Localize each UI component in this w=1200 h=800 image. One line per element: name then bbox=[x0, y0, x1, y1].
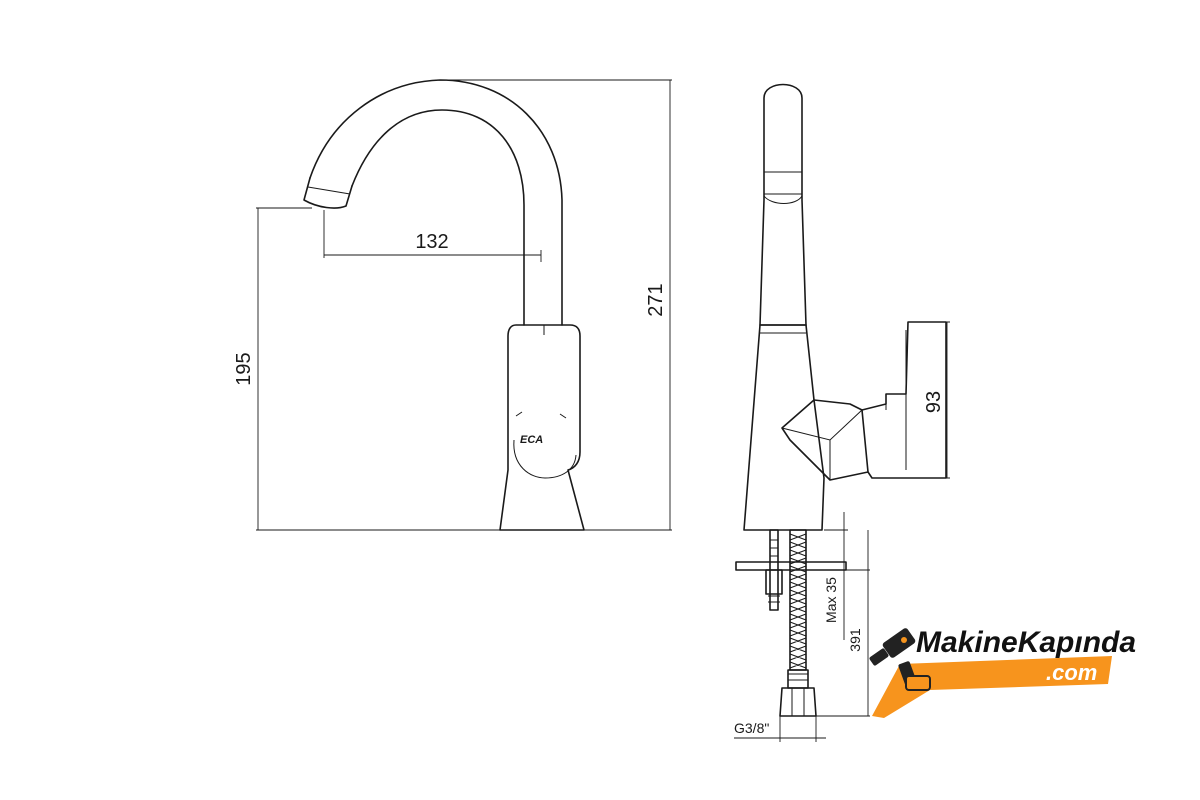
hose-nut bbox=[779, 687, 817, 717]
hot-cold-marks bbox=[515, 411, 567, 419]
counter-plate bbox=[735, 561, 847, 571]
drill-icon bbox=[869, 628, 931, 691]
watermark-domain: .com bbox=[1046, 660, 1097, 685]
watermark-swoosh bbox=[872, 656, 1112, 718]
dim-label-93: 93 bbox=[923, 391, 945, 413]
watermark-brand: MakineKapında bbox=[916, 626, 1136, 659]
faucet-body bbox=[499, 324, 585, 531]
dim-label-195: 195 bbox=[233, 352, 255, 385]
body-side bbox=[743, 324, 825, 531]
aerator-tip bbox=[303, 177, 353, 209]
handle-front-face bbox=[513, 439, 577, 479]
watermark: MakineKapında .com bbox=[869, 626, 1136, 718]
front-view: ECA 132 195 271 bbox=[233, 79, 672, 531]
dim-label-132: 132 bbox=[415, 231, 448, 253]
brand-mark-icon: ECA bbox=[520, 434, 543, 446]
dim-label-271: 271 bbox=[645, 283, 667, 316]
dim-label-391: 391 bbox=[847, 628, 863, 652]
spout-inner bbox=[351, 109, 525, 326]
dim-label-g38: G3/8" bbox=[734, 720, 769, 736]
side-view: 93 Max 35 391 G3/8" bbox=[734, 83, 950, 742]
spout-side bbox=[759, 83, 807, 326]
hose-fitting bbox=[787, 669, 809, 689]
lever-hub bbox=[781, 399, 869, 481]
dim-label-max35: Max 35 bbox=[823, 577, 839, 623]
